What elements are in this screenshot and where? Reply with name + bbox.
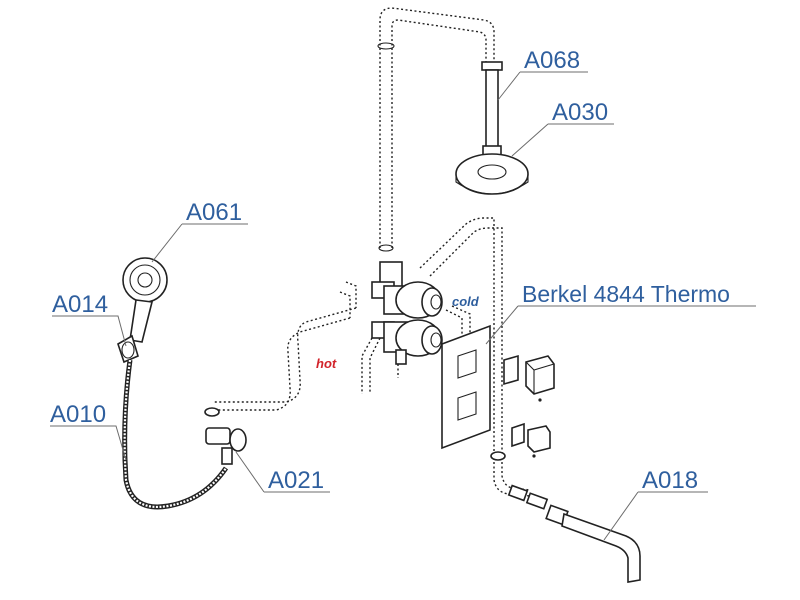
trim-plate [441, 324, 555, 458]
hand-shower-holder [117, 334, 139, 364]
label-a030: A030 [552, 99, 608, 126]
label-hot: hot [316, 356, 337, 371]
label-a014: A014 [52, 291, 108, 318]
hand-shower [122, 257, 168, 343]
label-model: Berkel 4844 Thermo [522, 281, 730, 307]
label-a068: A068 [524, 47, 580, 74]
leader-lines [50, 71, 756, 541]
label-a021: A021 [268, 467, 324, 494]
label-a010: A010 [50, 401, 106, 428]
shower-head-assembly [455, 61, 529, 195]
label-a018: A018 [642, 467, 698, 494]
thermostatic-valve-body [371, 261, 443, 378]
spout-assembly [490, 451, 641, 583]
shower-hose [122, 359, 229, 510]
supply-lines [210, 281, 471, 411]
part-labels: A068 A030 A061 A014 A010 A021 Berkel 484… [50, 47, 730, 494]
wall-outlet [204, 407, 247, 465]
upper-pipe-run [419, 217, 503, 460]
shower-arm [377, 7, 495, 252]
label-a061: A061 [186, 199, 242, 226]
label-cold: cold [452, 294, 480, 309]
